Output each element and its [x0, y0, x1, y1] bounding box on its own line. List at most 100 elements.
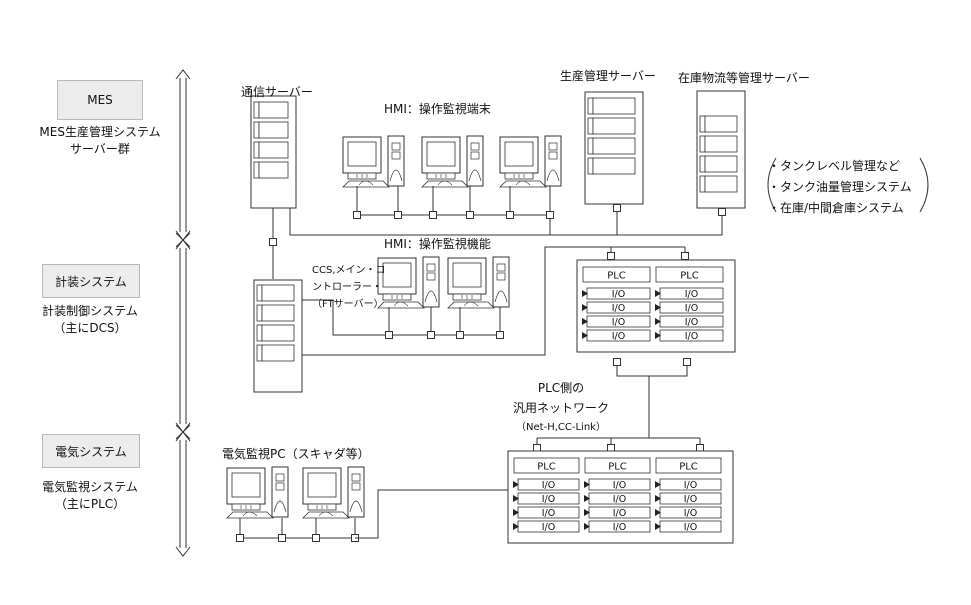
electrical-description: 電気監視システム （主にPLC）: [20, 480, 160, 512]
io-module-label: I/O: [613, 522, 626, 533]
server-bay: [261, 324, 295, 342]
elec-desc-line-2: （主にPLC）: [54, 496, 126, 511]
dcs-plc-link: [302, 246, 685, 356]
server-bay-edge: [256, 344, 263, 362]
server-bay: [258, 161, 289, 179]
io-module-label: I/O: [542, 522, 555, 533]
pc-tower-drive: [275, 482, 285, 491]
production-server-label: 生産管理サーバー: [560, 69, 656, 83]
server-bay-edge: [587, 97, 594, 115]
plc-network-label: PLC側の 汎用ネットワーク （Net-H,CC-Link）: [491, 378, 631, 438]
monitor-screen: [347, 141, 377, 167]
keyboard-icon: [342, 180, 390, 188]
io-module-label: I/O: [612, 289, 625, 300]
plc-module-label: PLC: [537, 462, 556, 473]
mes-description: MES生産管理システム サーバー群: [30, 125, 170, 157]
keyboard-cable: [515, 180, 531, 186]
mes-network-node: [546, 211, 554, 219]
pc-tower-curve: [424, 290, 438, 303]
io-module-label: I/O: [684, 522, 697, 533]
plc-module-label: PLC: [607, 271, 626, 282]
pc-tower-curve: [349, 500, 363, 513]
inventory-note-3: ・在庫/中間倉庫システム: [768, 201, 904, 215]
power-monitor-pc-2: [302, 466, 365, 519]
keyboard-cable: [318, 511, 334, 517]
io-arrow: [584, 481, 590, 488]
server-bay: [704, 135, 738, 153]
pc-tower-curve: [273, 500, 287, 513]
io-arrow: [582, 318, 588, 325]
pc-tower-drive: [470, 151, 480, 160]
dcs-network-node: [427, 331, 435, 339]
keyboard-cable: [463, 301, 479, 307]
io-arrow: [655, 509, 661, 516]
server-bay: [592, 137, 636, 155]
boundary-arrow-head: [175, 69, 191, 80]
monitor-screen: [452, 262, 482, 288]
plc-network-line-2: 汎用ネットワーク: [512, 401, 609, 415]
power-network-node: [236, 534, 244, 542]
plc-rack-top-port: [681, 252, 689, 260]
server-bay-edge: [256, 304, 263, 322]
io-module-label: I/O: [613, 494, 626, 505]
io-arrow: [582, 332, 588, 339]
io-module-label: I/O: [613, 480, 626, 491]
keyboard-cable: [242, 511, 258, 517]
hmi-terminal-label: HMI：操作監視端末: [384, 102, 491, 116]
inventory-note-1: ・タンクレベル管理など: [768, 159, 901, 173]
plc-rack-bottom-port: [613, 358, 621, 366]
plc-module: [584, 457, 651, 474]
plc-network-line-3: （Net-H,CC-Link）: [516, 422, 606, 433]
dcs-network-node: [456, 331, 464, 339]
monitor-screen: [504, 141, 534, 167]
pc-tower-drive: [351, 482, 361, 491]
io-module-label: I/O: [542, 480, 555, 491]
io-arrow: [655, 290, 661, 297]
pc-tower-drive: [351, 473, 361, 482]
io-module-label: I/O: [685, 289, 698, 300]
power-monitor-pc-1: [226, 466, 289, 519]
server-bay: [592, 157, 636, 175]
server-bay-edge: [253, 101, 260, 119]
inventory-bracket-left: [767, 157, 777, 213]
io-module-label: I/O: [685, 331, 698, 342]
mes-box: MES: [57, 80, 143, 120]
io-arrow: [584, 509, 590, 516]
server-bay: [261, 304, 295, 322]
mes-network-node: [429, 211, 437, 219]
monitor-screen: [231, 472, 261, 498]
plc-rack-electrical: PLCI/OI/OI/OI/OPLCI/OI/OI/OI/OPLCI/OI/OI…: [507, 450, 734, 544]
server-bay: [258, 121, 289, 139]
io-arrow: [655, 304, 661, 311]
inst-desc-line-1: 計装制御システム: [42, 304, 138, 318]
production-server: [584, 91, 644, 205]
keyboard-cable: [358, 180, 374, 186]
server-bay: [704, 175, 738, 193]
io-module-label: I/O: [685, 303, 698, 314]
mes-network-node: [466, 211, 474, 219]
keyboard-icon: [447, 301, 495, 309]
server-bay-edge: [587, 137, 594, 155]
dcs-network-node: [385, 331, 393, 339]
inventory-server: [696, 90, 746, 209]
server-bay-edge: [699, 155, 706, 173]
server-bay: [704, 155, 738, 173]
keyboard-icon: [302, 511, 350, 519]
server-bay: [258, 141, 289, 159]
io-module-label: I/O: [684, 480, 697, 491]
server-bay-edge: [253, 161, 260, 179]
comm-server: [250, 95, 297, 209]
plc-network-line-1: PLC側の: [537, 381, 585, 395]
io-arrow: [513, 481, 519, 488]
mes-desc-line-2: サーバー群: [70, 141, 130, 156]
io-arrow: [655, 495, 661, 502]
comm-server-label: 通信サーバー: [241, 85, 313, 99]
io-arrow: [584, 495, 590, 502]
server-bay-edge: [256, 284, 263, 302]
hmi-terminal-3: [499, 135, 562, 188]
server-bay-edge: [699, 175, 706, 193]
mes-network-node: [353, 211, 361, 219]
inventory-server-label: 在庫物流等管理サーバー: [678, 71, 810, 85]
pc-tower-drive: [496, 263, 506, 272]
io-module-label: I/O: [612, 331, 625, 342]
